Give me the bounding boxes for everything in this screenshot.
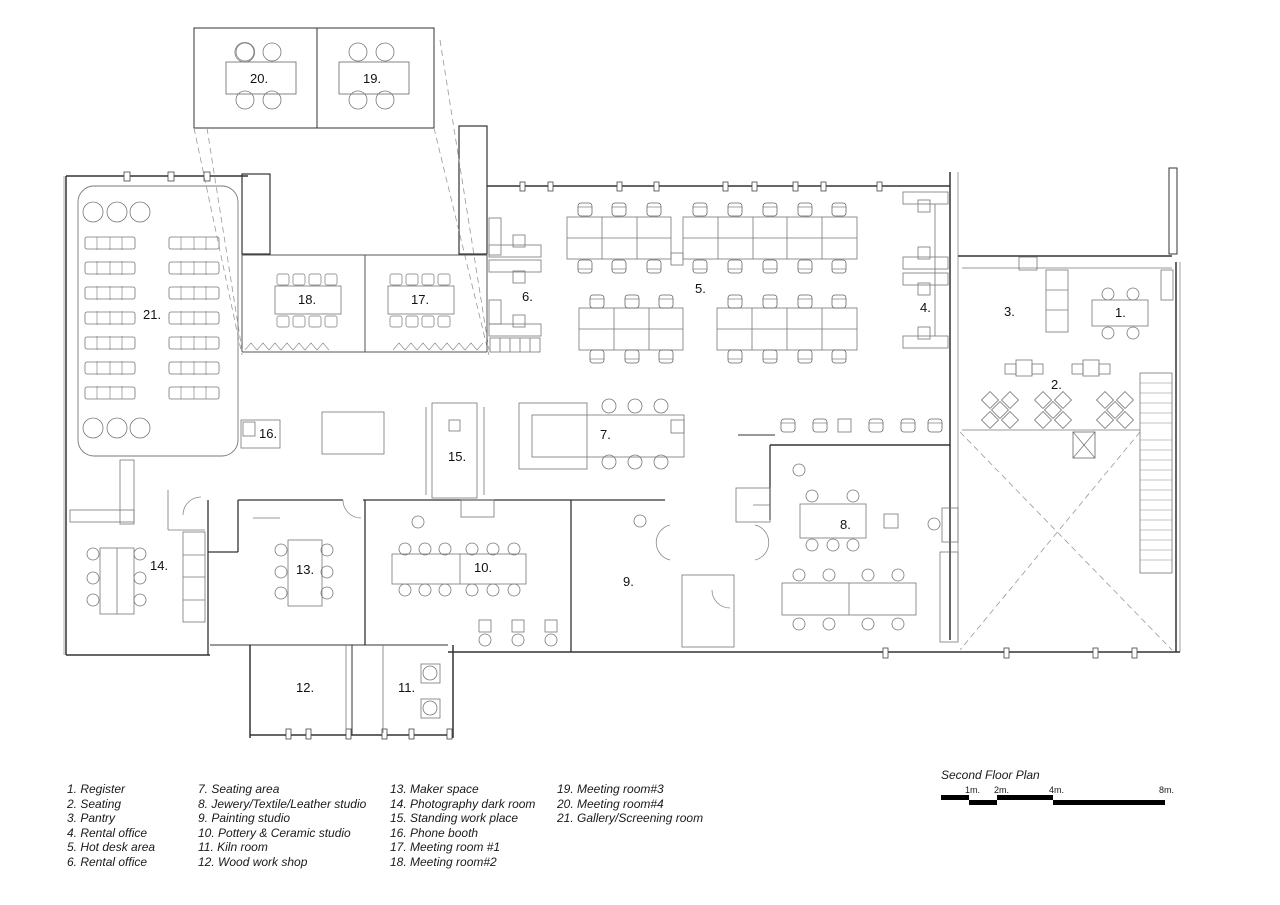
legend-column-3: 13. Maker space 14. Photography dark roo… bbox=[390, 782, 535, 870]
projection-lines bbox=[193, 39, 1173, 651]
interior-walls bbox=[207, 434, 950, 655]
pantry-register-seating bbox=[962, 256, 1174, 574]
legend-column-4: 19. Meeting room#3 20. Meeting room#4 21… bbox=[557, 782, 703, 826]
svg-text:5.: 5. bbox=[695, 281, 706, 296]
svg-text:11.: 11. bbox=[398, 680, 415, 695]
svg-text:10.: 10. bbox=[474, 560, 492, 575]
legend-column-2: 7. Seating area 8. Jewery/Textile/Leathe… bbox=[198, 782, 366, 870]
legend-item: 20. Meeting room#4 bbox=[557, 796, 664, 811]
desk-chairs bbox=[577, 202, 847, 364]
maker-space-13 bbox=[253, 517, 334, 607]
svg-text:7.: 7. bbox=[600, 427, 611, 442]
legend-item: 14. Photography dark room bbox=[390, 796, 536, 811]
scale-bar bbox=[941, 795, 1176, 807]
legend-item: 17. Meeting room #1 bbox=[390, 840, 501, 855]
pottery-studio-10 bbox=[391, 499, 558, 647]
plan-title: Second Floor Plan bbox=[941, 768, 1040, 782]
svg-text:19.: 19. bbox=[363, 71, 381, 86]
legend-item: 21. Gallery/Screening room bbox=[557, 811, 704, 826]
legend-item: 6. Rental office bbox=[67, 854, 148, 869]
svg-text:18.: 18. bbox=[298, 292, 316, 307]
bar-stools-8 bbox=[780, 418, 943, 433]
svg-text:13.: 13. bbox=[296, 562, 314, 577]
svg-text:2.: 2. bbox=[1051, 377, 1062, 392]
svg-text:3.: 3. bbox=[1004, 304, 1015, 319]
rental-office-6 bbox=[488, 217, 542, 353]
window-marks bbox=[123, 171, 1138, 740]
phone-booth-16 bbox=[240, 419, 281, 449]
diamond-tables bbox=[981, 391, 1134, 429]
svg-text:21.: 21. bbox=[143, 307, 161, 322]
legend-item: 7. Seating area bbox=[198, 782, 280, 796]
svg-text:4.: 4. bbox=[920, 300, 931, 315]
legend-item: 15. Standing work place bbox=[390, 811, 519, 826]
legend-item: 8. Jewery/Textile/Leather studio bbox=[198, 796, 367, 811]
hot-desk-area-5 bbox=[566, 216, 858, 351]
legend-item: 5. Hot desk area bbox=[67, 840, 156, 855]
svg-text:20.: 20. bbox=[250, 71, 268, 86]
svg-text:14.: 14. bbox=[150, 558, 168, 573]
legend-item: 13. Maker space bbox=[390, 782, 479, 796]
svg-text:15.: 15. bbox=[448, 449, 466, 464]
meeting-room-20: 20. bbox=[225, 41, 297, 110]
gallery-room-21: 21. bbox=[77, 185, 239, 457]
svg-text:6.: 6. bbox=[522, 289, 533, 304]
legend-item: 9. Painting studio bbox=[198, 811, 291, 826]
legend-item: 12. Wood work shop bbox=[198, 854, 308, 869]
legend-column-1: 1. Register 2. Seating 3. Pantry 4. Rent… bbox=[67, 782, 155, 870]
scale-tick-8m: 8m. bbox=[1159, 785, 1175, 795]
legend-item: 2. Seating bbox=[67, 796, 122, 811]
svg-text:1.: 1. bbox=[1115, 305, 1126, 320]
svg-text:17.: 17. bbox=[411, 292, 429, 307]
stair-treads bbox=[1140, 382, 1172, 561]
legend-item: 1. Register bbox=[67, 782, 126, 796]
svg-text:8.: 8. bbox=[840, 517, 851, 532]
legend-item: 4. Rental office bbox=[67, 825, 148, 840]
jewelry-studio-8 bbox=[735, 463, 959, 643]
meeting-rooms-17-18 bbox=[241, 254, 488, 353]
svg-text:16.: 16. bbox=[259, 426, 277, 441]
scale-tick-1m: 1m. bbox=[965, 785, 981, 795]
legend-item: 16. Phone booth bbox=[390, 825, 479, 840]
legend-item: 3. Pantry bbox=[67, 811, 116, 826]
rental-office-4 bbox=[902, 191, 949, 349]
legend-item: 19. Meeting room#3 bbox=[557, 782, 664, 796]
meeting-room-19: 19. bbox=[338, 42, 410, 110]
legend-item: 10. Pottery & Ceramic studio bbox=[198, 825, 351, 840]
legend-item: 18. Meeting room#2 bbox=[390, 854, 497, 869]
dark-room-14 bbox=[69, 459, 206, 623]
scale-tick-4m: 4m. bbox=[1049, 785, 1065, 795]
scale-tick-2m: 2m. bbox=[994, 785, 1010, 795]
svg-text:12.: 12. bbox=[296, 680, 314, 695]
legend-item: 11. Kiln room bbox=[198, 840, 268, 855]
svg-text:9.: 9. bbox=[623, 574, 634, 589]
exterior-walls bbox=[63, 27, 1181, 738]
